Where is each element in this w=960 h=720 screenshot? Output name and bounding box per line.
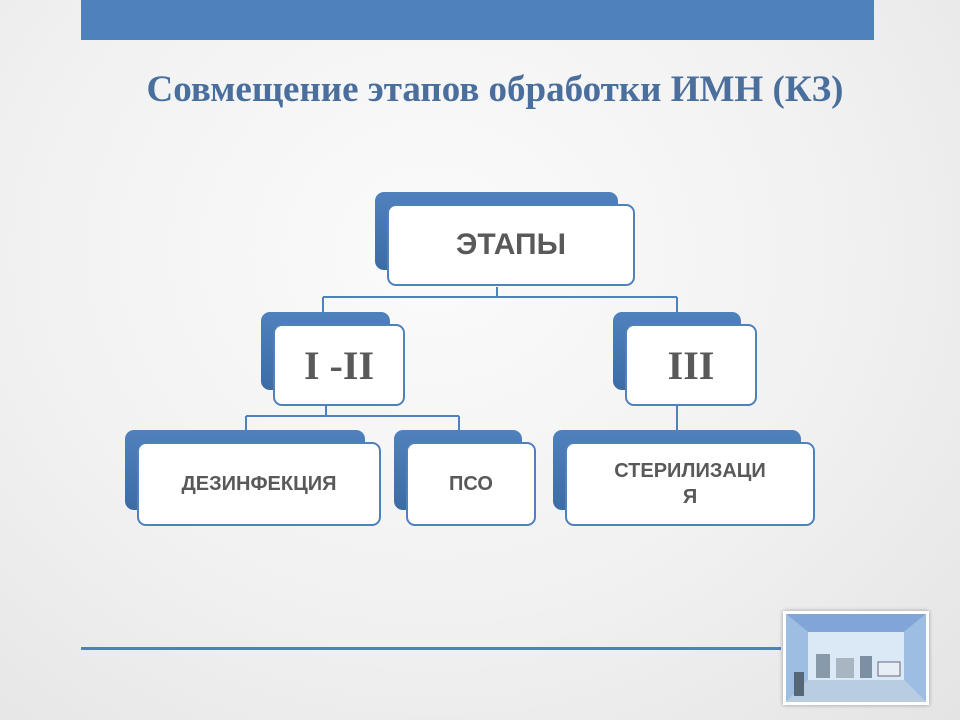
node-sterilization-label-line1: СТЕРИЛИЗАЦИ: [614, 460, 766, 482]
connector-root-level1: [322, 287, 678, 312]
node-disinfection-label: ДЕЗИНФЕКЦИЯ: [181, 472, 337, 495]
node-sterilization-label-line2: Я: [682, 486, 698, 508]
node-stages-label: ЭТАПЫ: [456, 228, 566, 261]
top-accent-bar: [81, 0, 874, 40]
node-iii-label: III: [667, 342, 715, 388]
slide-title: Совмещение этапов обработки ИМН (КЗ): [146, 69, 844, 110]
bottom-accent-line: [81, 647, 781, 650]
clinic-room-illustration: [786, 614, 926, 702]
node-pso-label: ПСО: [449, 472, 493, 495]
clinic-room-image: [783, 611, 929, 705]
connector-i-ii-children: [245, 406, 460, 430]
node-i-ii-label: I -II: [303, 342, 375, 388]
